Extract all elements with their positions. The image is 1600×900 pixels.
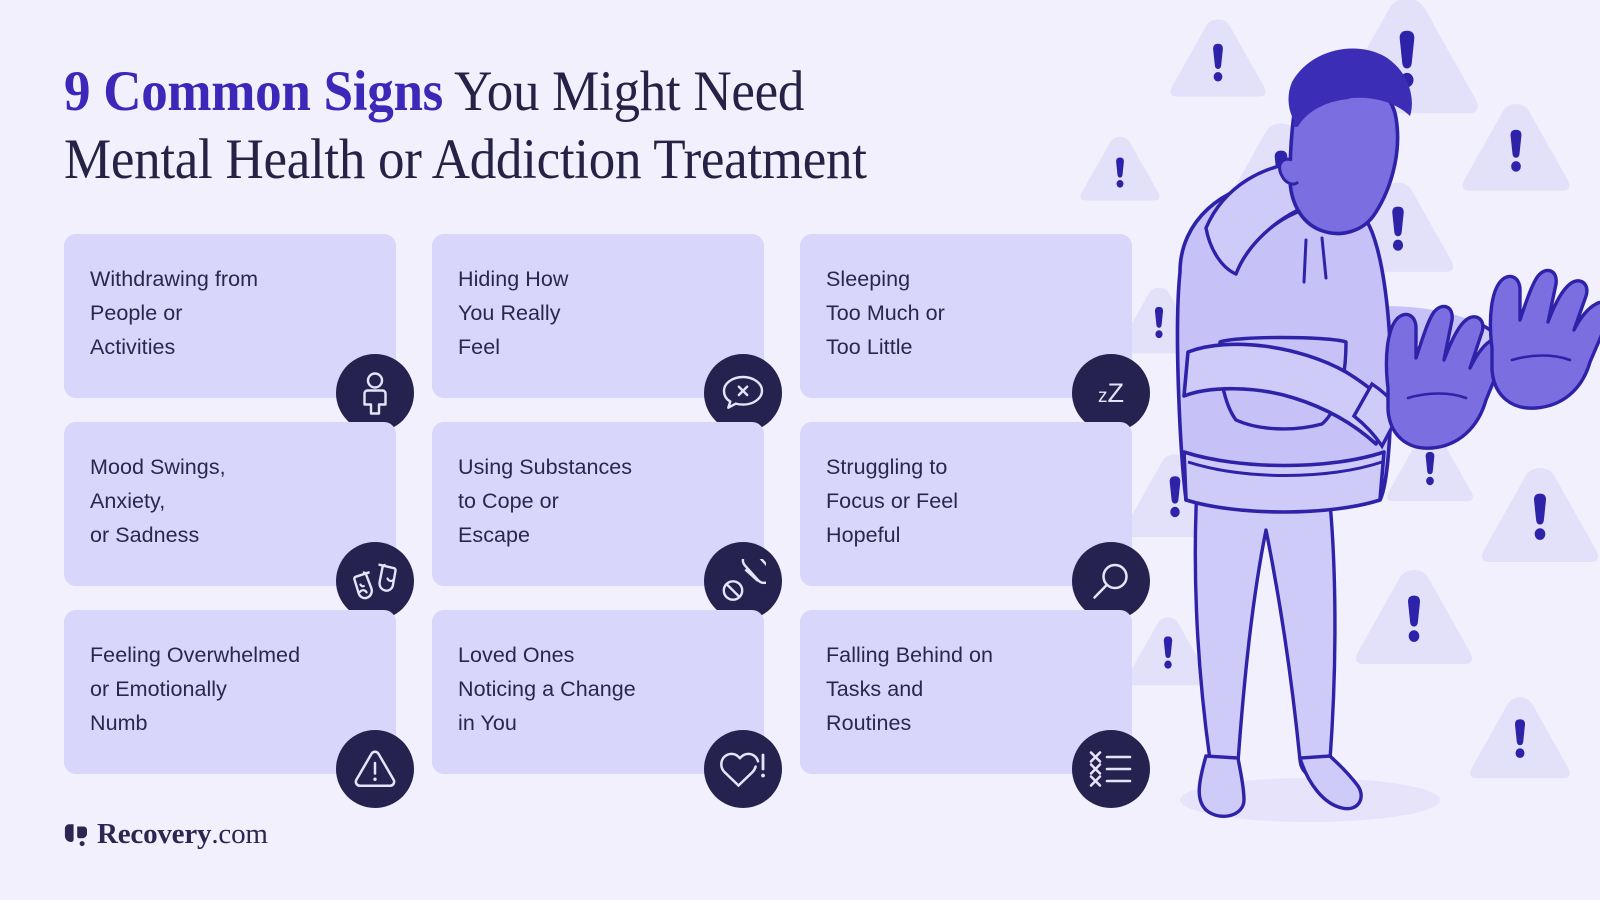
sleep-zzz-icon: zZ <box>1072 354 1150 432</box>
sign-card-label: Mood Swings, Anxiety, or Sadness <box>90 455 226 547</box>
sign-card-label: Withdrawing from People or Activities <box>90 267 259 359</box>
sign-card-mood-swings: Mood Swings, Anxiety, or Sadness <box>64 422 414 620</box>
warning-triangle-icon <box>336 730 414 808</box>
decor-triangle-6 <box>1342 182 1454 272</box>
decor-triangle-4 <box>1220 123 1342 223</box>
recovery-logo[interactable]: Recovery.com <box>64 818 268 851</box>
zzz-glyphs: zZ <box>1098 377 1125 408</box>
decor-triangle-3 <box>1080 136 1160 201</box>
logo-brand: Recovery <box>97 818 212 850</box>
sign-card-struggling-focus: Struggling to Focus or Feel Hopeful <box>800 422 1150 620</box>
theater-masks-icon <box>336 542 414 620</box>
sign-card-label: Falling Behind on Tasks and Routines <box>826 643 993 735</box>
decor-triangle-12 <box>1356 570 1472 664</box>
page-title-line-1: 9 Common Signs You Might Need <box>64 58 1003 126</box>
zzz-large-glyph: Z <box>1107 377 1125 408</box>
decor-triangle-1 <box>1170 19 1266 97</box>
page-title-accent: 9 Common Signs <box>64 60 444 123</box>
sign-card-sleeping: Sleeping Too Much or Too Little zZ <box>800 234 1150 432</box>
page-title-line-1-rest: You Might Need <box>443 60 805 123</box>
pills-icon <box>704 542 782 620</box>
signs-card-grid: Withdrawing from People or Activities Hi… <box>64 234 1164 808</box>
page-title-line-2: Mental Health or Addiction Treatment <box>64 128 867 191</box>
recovery-leaf-logo-icon <box>64 823 87 846</box>
sign-card-loved-ones-noticing: Loved Ones Noticing a Change in You <box>432 610 782 808</box>
sign-card-overwhelmed: Feeling Overwhelmed or Emotionally Numb <box>64 610 414 808</box>
page-title: 9 Common Signs You Might Need Mental Hea… <box>64 58 1074 194</box>
logo-wordmark: Recovery.com <box>97 818 268 851</box>
decor-triangle-14 <box>1470 697 1570 779</box>
decor-triangle-10 <box>1387 431 1473 502</box>
speech-bubble-x-icon <box>704 354 782 432</box>
sign-card-label: Loved Ones Noticing a Change in You <box>458 643 636 735</box>
decor-triangle-8 <box>1474 314 1568 390</box>
sign-card-hiding-feelings: Hiding How You Really Feel <box>432 234 782 432</box>
task-list-x-icon <box>1072 730 1150 808</box>
sign-card-label: Hiding How You Really Feel <box>458 267 569 359</box>
sign-card-withdrawing: Withdrawing from People or Activities <box>64 234 414 432</box>
sign-card-label: Struggling to Focus or Feel Hopeful <box>826 455 959 547</box>
person-hands-up-stop-gesture-illustration <box>1175 48 1600 822</box>
decor-triangle-5 <box>1462 104 1570 191</box>
decor-triangle-2 <box>1336 0 1478 114</box>
magnifier-icon <box>1072 542 1150 620</box>
person-icon <box>336 354 414 432</box>
heart-exclamation-icon <box>704 730 782 808</box>
logo-tld: .com <box>211 818 268 850</box>
sign-card-label: Using Substances to Cope or Escape <box>458 455 633 547</box>
sign-card-label: Feeling Overwhelmed or Emotionally Numb <box>90 643 301 735</box>
sign-card-label: Sleeping Too Much or Too Little <box>826 267 945 359</box>
zzz-small-glyph: z <box>1098 385 1108 407</box>
sign-card-falling-behind: Falling Behind on Tasks and Routines <box>800 610 1150 808</box>
sign-card-using-substances: Using Substances to Cope or Escape <box>432 422 782 620</box>
decor-triangle-11 <box>1482 468 1598 562</box>
